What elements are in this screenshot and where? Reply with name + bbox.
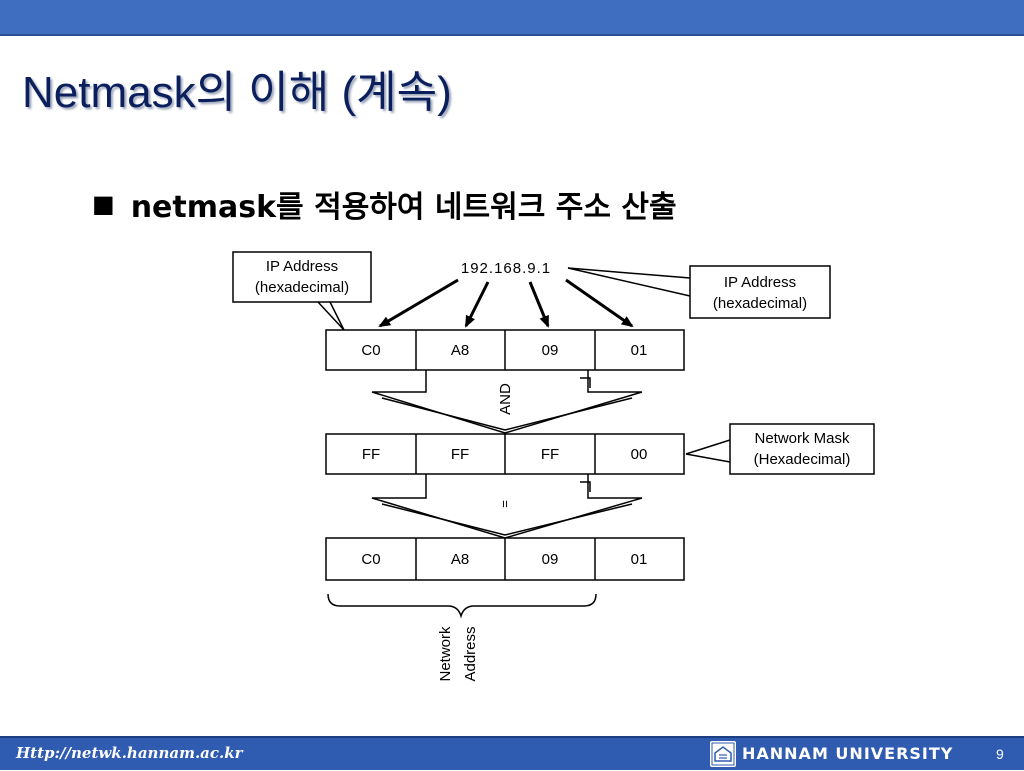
ip-arrows [378, 278, 634, 328]
brace-label-line2: Address [462, 626, 479, 681]
callout-left-line1: IP Address [266, 258, 338, 275]
equals-label: = [497, 500, 512, 508]
ip-cell-2: A8 [451, 342, 469, 359]
callout-mask-line2: (Hexadecimal) [754, 451, 851, 468]
ip-dotted-label: 192.168.9.1 [461, 260, 551, 277]
callout-network-mask: Network Mask (Hexadecimal) [685, 423, 875, 475]
ip-cell-4: 01 [631, 342, 648, 359]
callout-mask-line1: Network Mask [754, 430, 850, 447]
bullet-text: netmask를 적용하여 네트워크 주소 산출 [130, 190, 677, 225]
mask-cell-4: 00 [631, 446, 648, 463]
ip-cell-1: C0 [361, 342, 380, 359]
netmask-diagram: 192.168.9.1 IP Address (hexadecimal) IP … [232, 251, 875, 682]
result-cell-2: A8 [451, 551, 469, 568]
callout-ip-right: IP Address (hexadecimal) [567, 265, 831, 319]
callout-right-line1: IP Address [724, 274, 796, 291]
callout-ip-left: IP Address (hexadecimal) [232, 251, 372, 331]
arrow-octet-1 [378, 278, 459, 328]
result-cell-3: 09 [542, 551, 559, 568]
bullet-item: ■ netmask를 적용하여 네트워크 주소 산출 [92, 182, 677, 226]
page-number: 9 [996, 746, 1004, 762]
row-ip-hex: C0 A8 09 01 [325, 329, 685, 371]
arrow-octet-2 [464, 281, 490, 328]
arrow-octet-4 [565, 278, 634, 328]
arrow-octet-3 [528, 281, 550, 328]
footer-university: HANNAM UNIVERSITY [742, 744, 954, 763]
slide-title: Netmask의 이해 (계속) [22, 68, 452, 117]
and-funnel [371, 370, 643, 434]
footer-bar: Http://netwk.hannam.ac.kr HANNAM UNIVERS… [0, 736, 1024, 770]
callout-right-line2: (hexadecimal) [713, 295, 807, 312]
mask-cell-1: FF [362, 446, 380, 463]
result-cell-1: C0 [361, 551, 380, 568]
ip-cell-3: 09 [542, 342, 559, 359]
footer-url[interactable]: Http://netwk.hannam.ac.kr [16, 744, 243, 762]
network-address-brace [327, 593, 597, 619]
and-label: AND [497, 383, 514, 415]
square-bullet-icon: ■ [92, 190, 115, 218]
result-cell-4: 01 [631, 551, 648, 568]
top-banner [0, 0, 1024, 36]
mask-cell-3: FF [541, 446, 559, 463]
callout-left-line2: (hexadecimal) [255, 279, 349, 296]
hannam-logo-icon [710, 741, 736, 767]
row-mask-hex: FF FF FF 00 [325, 433, 685, 475]
mask-cell-2: FF [451, 446, 469, 463]
row-network-address-hex: C0 A8 09 01 [325, 537, 685, 581]
brace-label-line1: Network [437, 626, 454, 682]
